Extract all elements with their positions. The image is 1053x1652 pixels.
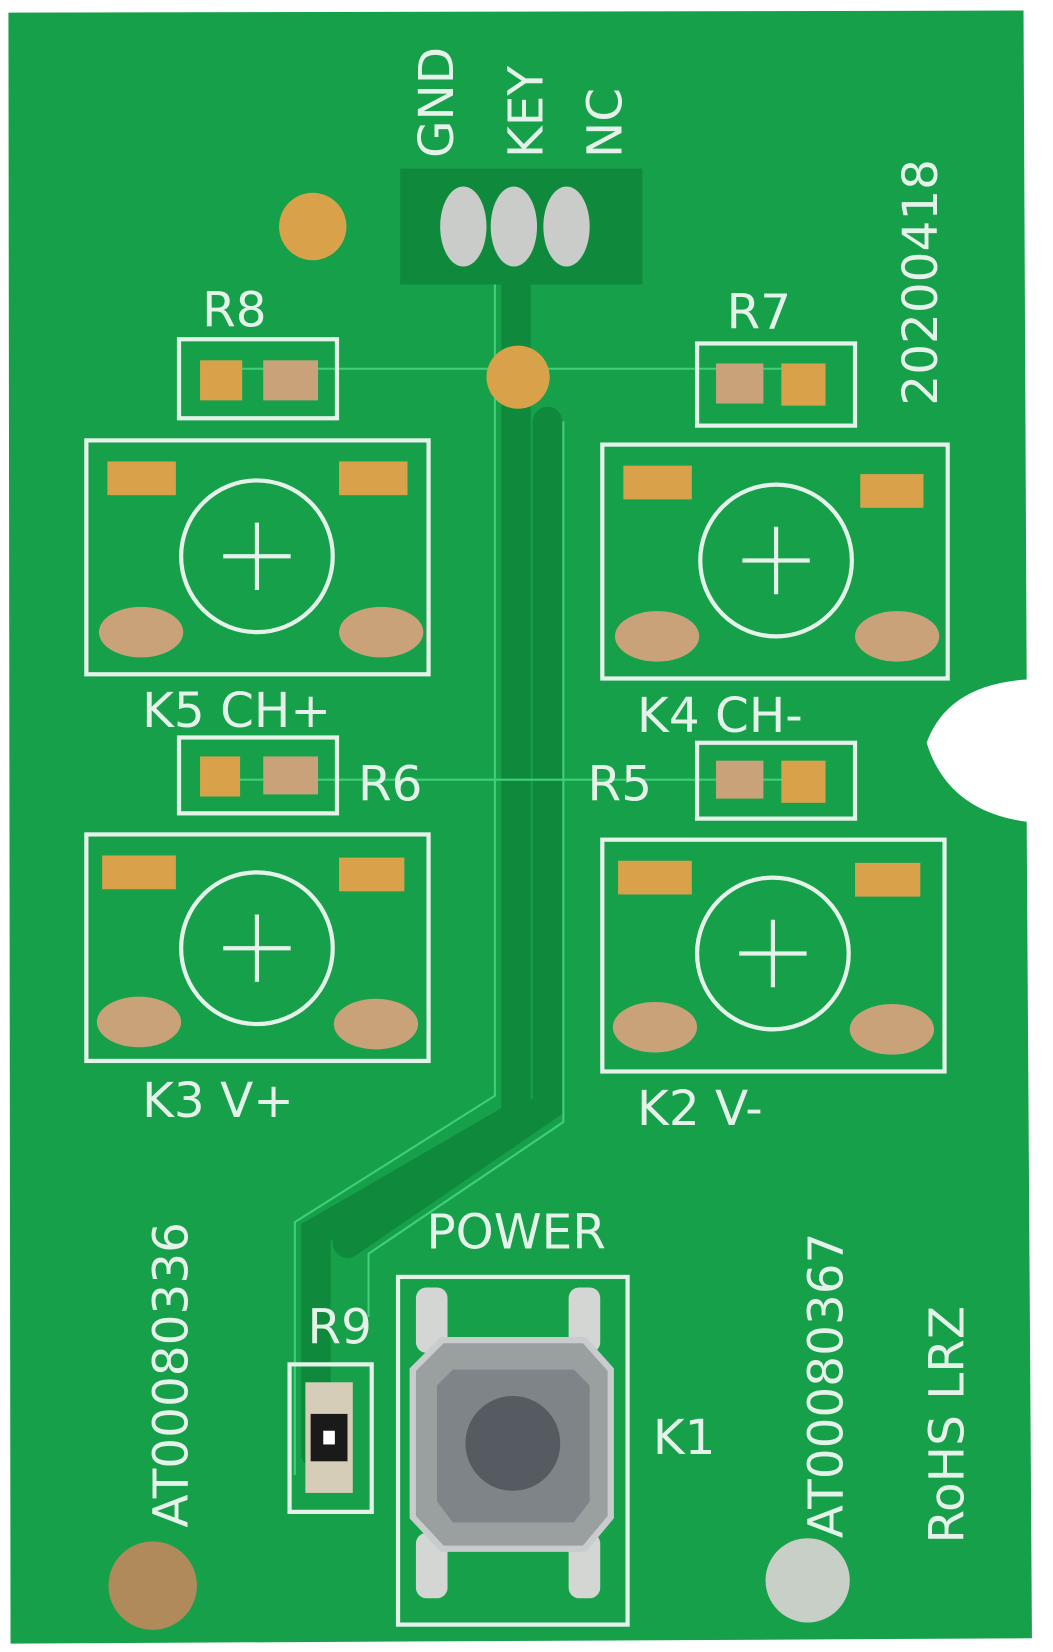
wire-connector [400, 168, 643, 285]
resistor-r6 [176, 735, 340, 816]
part-number-left: AT00080336 [143, 1222, 199, 1528]
label-key: KEY [498, 66, 554, 158]
label-r6: R6 [358, 757, 422, 813]
switch-footprint-k5 [84, 438, 431, 677]
copper-traces [221, 248, 801, 1475]
label-k2: K2 V- [637, 1081, 763, 1137]
label-k5: K5 CH+ [142, 683, 331, 739]
resistor-r8 [176, 337, 340, 421]
switch-footprint-k3 [84, 832, 431, 1064]
resistor-r7 [694, 341, 858, 428]
label-gnd: GND [409, 47, 465, 158]
label-k4: K4 CH- [637, 688, 803, 744]
via-pad [486, 345, 550, 409]
switch-footprint-k4 [600, 442, 950, 681]
switch-footprint-k2 [600, 837, 947, 1074]
label-k1: K1 [653, 1410, 716, 1466]
label-r9: R9 [307, 1299, 371, 1355]
resistor-r5 [694, 740, 858, 821]
label-nc: NC [577, 88, 633, 158]
resistor-r9 [287, 1362, 374, 1514]
mounting-hole [108, 1541, 197, 1630]
label-r5: R5 [588, 757, 652, 813]
power-button[interactable] [395, 1274, 630, 1627]
label-power: POWER [426, 1204, 605, 1260]
part-number-right: AT00080367 [798, 1233, 854, 1539]
date-code: 20200418 [893, 159, 949, 406]
label-k3: K3 V+ [142, 1073, 294, 1129]
label-r8: R8 [202, 283, 266, 339]
mounting-hole [765, 1538, 850, 1623]
label-r7: R7 [727, 285, 791, 341]
rohs-mark: RoHS LRZ [920, 1306, 976, 1544]
mounting-hole [279, 192, 347, 261]
